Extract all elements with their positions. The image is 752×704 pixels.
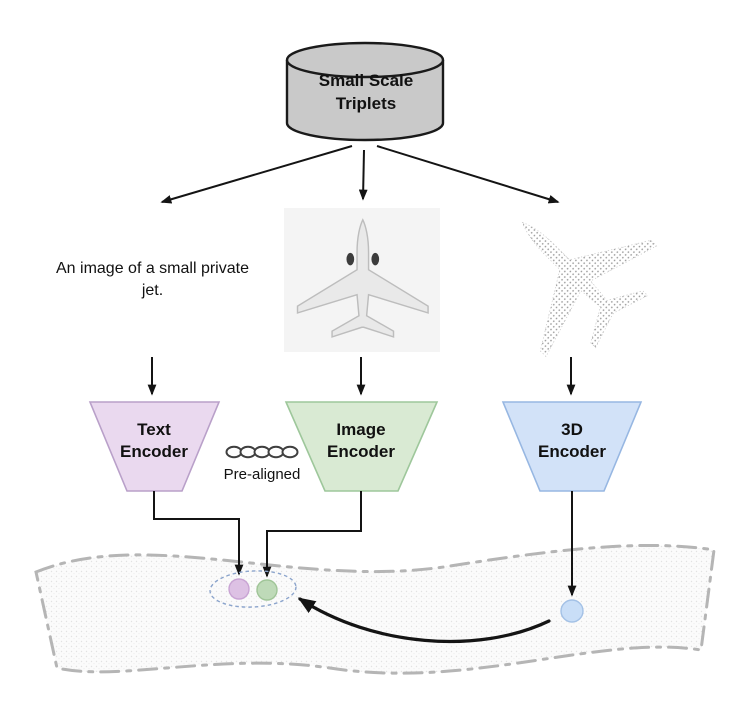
arrow-3d-alignment — [297, 597, 551, 644]
alignment-ellipse — [209, 570, 297, 608]
plane-engine-right — [371, 252, 380, 266]
triplets-database-icon — [285, 41, 445, 142]
text-encoder-label: Text Encoder — [119, 420, 189, 462]
chain-icon — [225, 445, 299, 459]
plane-image-silhouette — [296, 218, 429, 338]
image-embedding-dot — [256, 579, 278, 601]
cylinder-top — [285, 41, 445, 79]
embedding-manifold — [34, 543, 716, 675]
cylinder-body — [285, 60, 445, 142]
plane-image — [284, 208, 440, 352]
threed-embedding-dot — [560, 599, 584, 623]
plane-pointcloud-shape — [521, 221, 658, 358]
threed-encoder-shape — [501, 401, 643, 492]
plane-engine-left — [346, 252, 355, 266]
arrow-db-to-text — [160, 145, 353, 204]
pre-aligned-label: Pre-aligned — [223, 466, 301, 483]
arrow-db-to-image — [358, 149, 368, 201]
threed-encoder-label: 3D Encoder — [537, 420, 607, 462]
text-encoder-shape — [88, 401, 221, 492]
text-embedding-dot — [228, 578, 250, 600]
arrow-db-to-pointcloud — [376, 145, 560, 204]
image-encoder-label: Image Encoder — [326, 420, 396, 462]
text-caption: An image of a small private jet. — [56, 260, 249, 300]
image-encoder-shape — [284, 401, 439, 492]
triplets-label: Small Scale Triplets — [318, 71, 414, 113]
connector-image-encoder-to-embedding — [262, 491, 362, 578]
connector-text-encoder-to-embedding — [153, 491, 244, 576]
plane-pointcloud — [521, 221, 658, 358]
